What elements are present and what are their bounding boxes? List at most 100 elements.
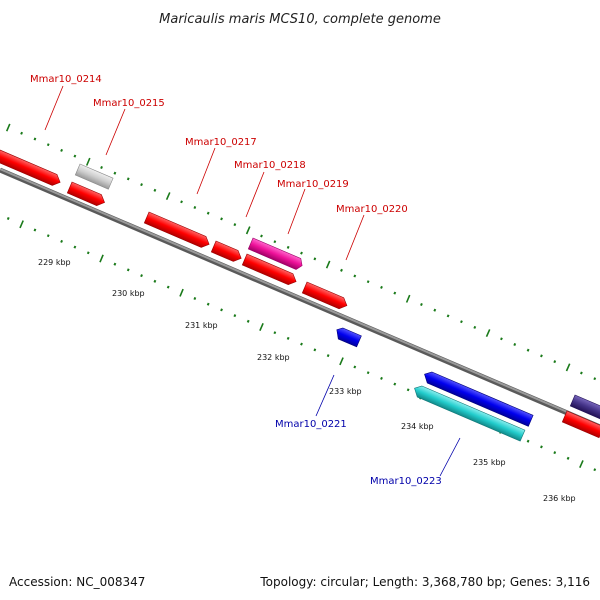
inner-tick <box>166 285 170 289</box>
outer-tick <box>393 291 397 295</box>
inner-tick <box>366 371 370 375</box>
inner-tick <box>33 228 37 232</box>
outer-tick <box>313 257 317 261</box>
outer-tick <box>366 280 370 284</box>
inner-tick <box>393 382 397 386</box>
outer-tick <box>126 177 130 181</box>
tick-label-234: 234 kbp <box>401 422 434 431</box>
label-mmar10-0219[interactable]: Mmar10_0219 <box>277 179 349 190</box>
inner-tick <box>579 460 584 469</box>
inner-tick <box>553 451 557 455</box>
inner-tick <box>220 308 223 312</box>
inner-tick <box>179 288 184 297</box>
label-mmar10-0215[interactable]: Mmar10_0215 <box>93 98 165 109</box>
outer-tick <box>33 137 37 141</box>
gene-arrow-mmar10-0214[interactable] <box>66 181 107 208</box>
outer-tick <box>46 143 50 147</box>
outer-tick <box>233 223 237 227</box>
outer-tick <box>473 325 477 329</box>
gene-arrow-mmar10-0221[interactable] <box>334 326 362 348</box>
gene-arrow[interactable] <box>241 253 298 287</box>
outer-tick <box>433 308 437 312</box>
outer-tick <box>245 226 251 235</box>
inner-tick <box>46 234 50 238</box>
outer-tick <box>5 123 11 132</box>
gene-arrow-mmar10-0219[interactable] <box>247 237 304 271</box>
outer-tick <box>353 274 357 278</box>
outer-tick <box>420 303 423 306</box>
label-mmar10-0218[interactable]: Mmar10_0218 <box>234 160 306 171</box>
forward-genes-inner <box>66 181 600 439</box>
outer-tick <box>405 294 411 303</box>
inner-tick <box>193 297 197 300</box>
outer-tick <box>73 154 77 158</box>
inner-tick <box>273 331 277 335</box>
outer-tick <box>20 131 24 135</box>
outer-tick <box>260 234 263 238</box>
inner-tick <box>339 357 344 366</box>
inner-tick <box>353 365 357 369</box>
outer-tick <box>579 371 583 375</box>
outer-tick <box>153 188 157 192</box>
gene-arrow[interactable] <box>0 148 63 187</box>
inner-tick <box>19 220 24 229</box>
outer-tick <box>165 192 171 201</box>
inner-tick <box>60 239 64 243</box>
label-mmar10-0220[interactable]: Mmar10_0220 <box>336 204 408 215</box>
gene-arrow-mmar10-0220[interactable] <box>301 281 349 311</box>
tick-label-232: 232 kbp <box>257 353 290 362</box>
outer-tick <box>300 251 303 255</box>
inner-tick <box>86 251 90 255</box>
label-mmar10-0221[interactable]: Mmar10_0221 <box>275 419 347 430</box>
inner-tick <box>140 274 143 278</box>
tick-label-231: 231 kbp <box>185 321 218 330</box>
outer-tick <box>526 348 530 352</box>
tick-label-236: 236 kbp <box>543 494 576 503</box>
inner-tick <box>246 319 250 323</box>
gene-arrow[interactable] <box>561 410 600 439</box>
inner-tick <box>380 376 383 380</box>
inner-tick <box>99 254 104 263</box>
inner-tick <box>286 336 290 340</box>
inner-tick <box>126 268 130 272</box>
outer-tick <box>340 268 343 272</box>
outer-tick <box>180 200 183 204</box>
outer-tick <box>380 285 383 289</box>
tick-label-233: 233 kbp <box>329 387 362 396</box>
inner-tick <box>113 262 117 266</box>
tick-labels: 229 kbp 230 kbp 231 kbp 232 kbp 233 kbp … <box>38 258 576 503</box>
inner-tick <box>566 456 570 460</box>
label-mmar10-0217[interactable]: Mmar10_0217 <box>185 137 257 148</box>
outer-tick <box>565 363 571 372</box>
gene-arrow-mmar10-0217[interactable] <box>143 211 211 250</box>
inner-tick <box>73 245 77 249</box>
gene-arrow-mmar10-0218[interactable] <box>210 240 243 264</box>
gene-arrow[interactable] <box>422 370 534 427</box>
outer-tick <box>206 211 210 215</box>
outer-tick <box>540 354 543 358</box>
inner-tick <box>313 348 317 352</box>
gene-arrow-mmar10-0215[interactable] <box>74 163 114 190</box>
outer-tick <box>446 314 450 318</box>
inner-tick <box>593 468 597 472</box>
tick-label-230: 230 kbp <box>112 289 145 298</box>
inner-tick <box>526 439 530 443</box>
outer-tick <box>85 157 91 166</box>
outer-tick-track <box>5 123 597 381</box>
reverse-genes <box>334 326 534 442</box>
outer-tick <box>140 183 143 187</box>
label-mmar10-0214[interactable]: Mmar10_0214 <box>30 74 102 85</box>
inner-tick <box>206 302 210 306</box>
outer-tick <box>500 337 503 341</box>
label-mmar10-0223[interactable]: Mmar10_0223 <box>370 476 442 487</box>
map-title: Maricaulis maris MCS10, complete genome <box>159 12 441 27</box>
outer-tick <box>220 217 223 221</box>
genome-summary-text: Topology: circular; Length: 3,368,780 bp… <box>259 575 590 589</box>
outer-tick <box>460 320 463 324</box>
gene-arrow-mmar10-0223[interactable] <box>412 384 526 442</box>
outer-tick <box>553 360 557 364</box>
inner-tick <box>259 322 264 332</box>
accession-text: Accession: NC_008347 <box>9 575 145 589</box>
outer-tick <box>485 329 491 338</box>
outer-tick <box>60 148 64 152</box>
